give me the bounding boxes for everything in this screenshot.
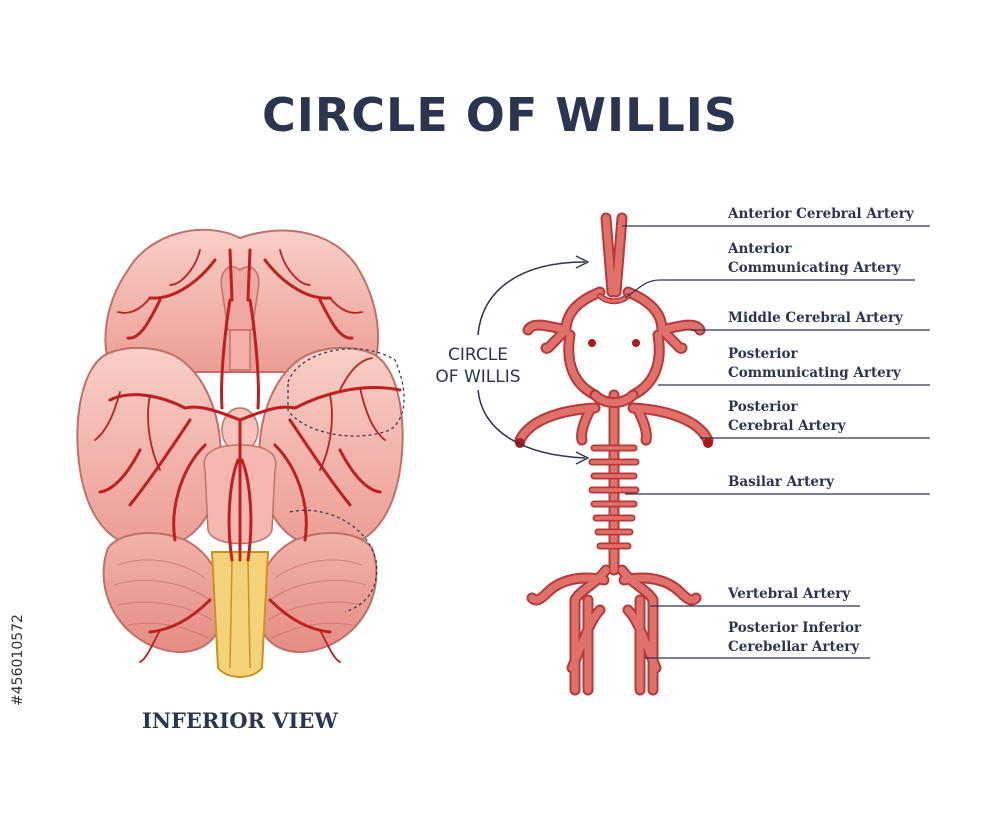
stock-image-id-text: #456010572 (10, 614, 26, 706)
label-line: Cerebral Artery (728, 418, 846, 434)
label-posterior-inferior-cerebellar-artery: Posterior Inferior Cerebellar Artery (728, 619, 861, 657)
label-line: Posterior (728, 346, 798, 362)
circle-of-willis-label: CIRCLE OF WILLIS (418, 344, 538, 388)
label-line: Anterior (728, 241, 792, 257)
spinal-cord (210, 551, 270, 678)
label-line: Basilar Artery (728, 474, 834, 490)
right-cerebellum (255, 532, 378, 653)
label-middle-cerebral-artery: Middle Cerebral Artery (728, 309, 903, 328)
label-basilar-artery: Basilar Artery (728, 473, 834, 492)
label-vertebral-artery: Vertebral Artery (728, 585, 850, 604)
label-anterior-communicating-artery: Anterior Communicating Artery (728, 240, 901, 278)
diagram-title: CIRCLE OF WILLIS (261, 88, 739, 142)
label-line: Posterior Inferior (728, 620, 862, 636)
label-line: Communicating Artery (728, 365, 901, 381)
circle-label-line-1: CIRCLE (448, 345, 508, 365)
right-temporal-lobe (258, 346, 404, 550)
label-line: Communicating Artery (728, 260, 901, 276)
label-line: Posterior (728, 399, 798, 415)
label-leader-lines (622, 225, 930, 659)
label-line: Middle Cerebral Artery (728, 310, 903, 326)
stock-image-id: #456010572 (6, 600, 30, 720)
circle-label-line-2: OF WILLIS (435, 367, 521, 387)
label-line: Vertebral Artery (728, 586, 851, 602)
inferior-view-label: INFERIOR VIEW (142, 708, 338, 733)
label-line: Cerebellar Artery (728, 639, 860, 655)
label-posterior-communicating-artery: Posterior Communicating Artery (728, 345, 901, 383)
label-line: Anterior Cerebral Artery (728, 206, 914, 222)
circle-of-willis-arrow (477, 255, 589, 465)
circle-of-willis-schematic (514, 212, 714, 696)
brain-inferior-view (76, 228, 405, 678)
left-cerebellum (102, 532, 225, 653)
label-anterior-cerebral-artery: Anterior Cerebral Artery (728, 205, 914, 224)
left-temporal-lobe (76, 346, 222, 550)
label-posterior-cerebral-artery: Posterior Cerebral Artery (728, 398, 846, 436)
